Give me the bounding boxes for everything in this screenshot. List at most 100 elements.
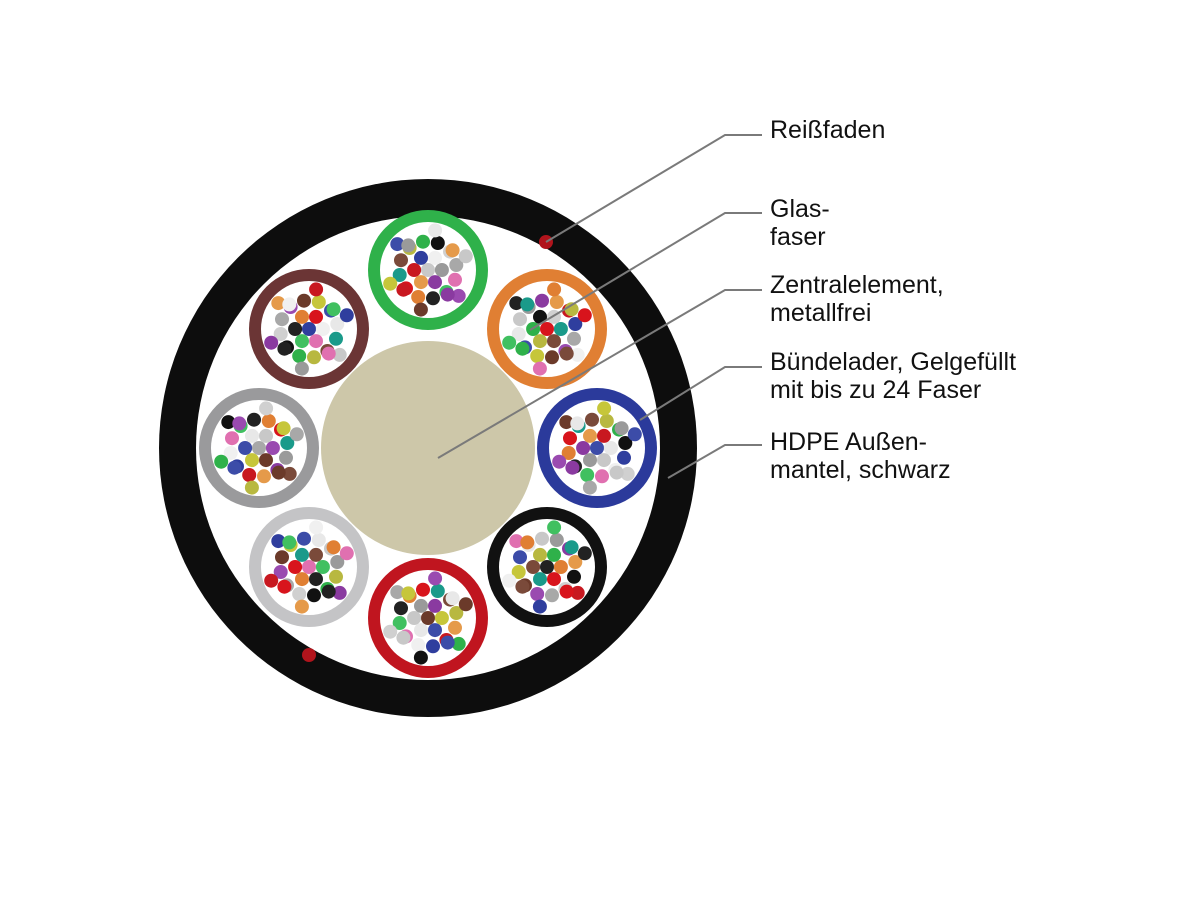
fiber: [549, 533, 564, 547]
fiber: [513, 550, 527, 565]
fiber: [273, 565, 288, 579]
fiber: [223, 446, 238, 460]
buffer-tube-orange: [487, 269, 607, 389]
fiber: [577, 546, 592, 561]
label-jacket-line2: mantel, schwarz: [770, 456, 951, 484]
fiber: [383, 276, 398, 291]
fiber: [570, 416, 585, 431]
fiber: [311, 533, 326, 547]
fiber: [559, 415, 574, 430]
fiber: [520, 535, 535, 550]
fiber: [295, 572, 309, 587]
leader-line: [667, 444, 762, 479]
fiber: [309, 309, 323, 324]
fiber: [392, 616, 407, 630]
fiber: [394, 601, 408, 616]
buffer-tube-light-gray: [249, 507, 369, 627]
fiber: [261, 414, 276, 428]
fiber: [532, 361, 547, 376]
fiber: [563, 431, 577, 446]
fiber: [392, 268, 407, 282]
fiber: [502, 573, 517, 588]
fiber: [259, 401, 274, 416]
fiber: [414, 598, 428, 613]
fiber: [549, 295, 564, 309]
fiber: [413, 650, 428, 665]
fiber: [568, 317, 583, 331]
fiber: [426, 291, 440, 306]
central-element: [321, 341, 535, 555]
fiber: [440, 635, 455, 650]
fiber: [315, 560, 330, 574]
fiber: [245, 453, 259, 468]
fiber: [533, 547, 547, 562]
fiber: [414, 275, 428, 290]
fiber: [416, 234, 430, 249]
fiber: [568, 555, 583, 569]
fiber: [595, 469, 609, 484]
fiber: [321, 584, 336, 599]
fiber: [553, 560, 568, 574]
fiber: [264, 335, 279, 350]
fiber: [448, 272, 462, 287]
fiber: [567, 331, 581, 346]
fiber: [515, 341, 530, 356]
fiber: [547, 520, 562, 535]
buffer-tube-blue: [537, 388, 657, 508]
fiber: [288, 322, 303, 336]
fiber: [411, 290, 426, 304]
fiber: [309, 572, 323, 587]
fiber: [309, 334, 323, 349]
buffer-tube-black: [487, 507, 607, 627]
fiber: [383, 624, 398, 639]
fiber: [396, 282, 411, 297]
buffer-tube-gray: [199, 388, 319, 508]
fiber: [225, 431, 239, 446]
fiber: [533, 309, 547, 324]
fiber: [321, 346, 336, 361]
label-tube-line1: Bündelader, Gelgefüllt: [770, 348, 1017, 376]
fiber: [426, 639, 440, 654]
label-jacket-line1: HDPE Außen-: [770, 428, 928, 456]
fiber: [620, 466, 635, 481]
fiber: [603, 441, 618, 455]
fiber: [244, 480, 259, 495]
fiber: [511, 327, 526, 341]
fiber: [329, 331, 343, 346]
fiber: [271, 465, 286, 480]
fiber: [280, 436, 295, 450]
fiber: [407, 611, 422, 625]
fiber: [513, 312, 527, 327]
fiber: [430, 236, 445, 250]
buffer-tube-red: [368, 558, 488, 678]
fiber: [565, 460, 580, 475]
fiber: [275, 312, 289, 327]
fiber: [252, 441, 266, 455]
fiber: [440, 287, 455, 302]
label-central-element: Zentralelement, metallfrei: [770, 271, 944, 327]
fiber: [309, 520, 324, 535]
fiber: [414, 623, 428, 638]
fiber: [434, 611, 449, 625]
fiber: [275, 550, 289, 565]
fiber: [276, 421, 291, 436]
fiber: [413, 302, 428, 317]
fiber: [580, 468, 595, 482]
fiber: [414, 250, 428, 265]
buffer-tube-green: [368, 210, 488, 330]
label-tube-line2: mit bis zu 24 Faser: [770, 376, 982, 404]
fiber: [259, 453, 273, 468]
fiber: [238, 441, 253, 455]
fiber: [289, 427, 304, 442]
leader-line: [639, 366, 762, 421]
fiber: [533, 334, 547, 349]
fiber: [421, 263, 435, 277]
fiber: [559, 584, 574, 599]
fiber: [599, 414, 614, 428]
fiber: [339, 308, 354, 323]
fiber: [307, 350, 321, 365]
fiber: [448, 620, 462, 635]
fiber: [279, 450, 293, 465]
fiber: [530, 587, 545, 601]
